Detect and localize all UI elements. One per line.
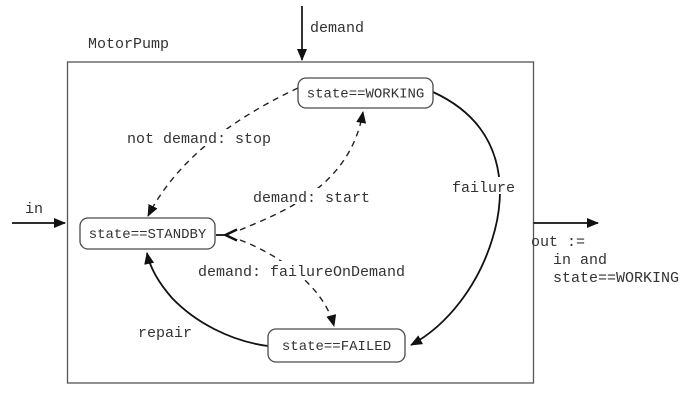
container-title: MotorPump: [88, 36, 169, 53]
label-bg: [250, 188, 380, 204]
transition-repair-path: [144, 252, 269, 347]
state-working-box: [297, 77, 434, 109]
demand-input-label: demand: [310, 20, 364, 37]
transition-label-not-demand-stop: not demand: stop: [124, 129, 286, 148]
transition-label-text: failure: [452, 180, 515, 197]
out-output-label-line2: in and: [553, 252, 607, 269]
transition-failure-path: [410, 91, 501, 346]
state-node-standby: state==STANDBY: [79, 217, 216, 250]
label-bg: [449, 177, 517, 194]
transition-label-failure-on-demand: demand: failureOnDemand: [195, 261, 413, 281]
transition-label-text: repair: [138, 325, 192, 342]
transition-label-repair: repair: [135, 322, 195, 342]
out-output-flow: out := in and state==WORKING: [531, 218, 679, 287]
standby-fork-arrowhead-icon: [224, 228, 238, 242]
state-failed-label: state==FAILED: [282, 339, 391, 355]
label-bg: [195, 261, 413, 278]
label-bg: [135, 322, 195, 339]
label-bg: [124, 129, 286, 146]
in-input-flow: in: [12, 201, 66, 228]
state-standby-label: state==STANDBY: [89, 227, 207, 243]
transition-label-text: demand: start: [253, 190, 370, 207]
transition-label-failure: failure: [449, 177, 517, 197]
in-input-label: in: [25, 201, 43, 218]
state-standby-box: [79, 217, 216, 250]
transition-label-text: demand: failureOnDemand: [198, 264, 405, 281]
state-failed-box: [267, 328, 406, 363]
state-node-failed: state==FAILED: [267, 328, 406, 363]
out-output-label-line3: state==WORKING: [553, 270, 679, 287]
out-output-label-line1: out :=: [531, 234, 585, 251]
transition-not-demand-stop-path: [147, 87, 299, 217]
state-working-label: state==WORKING: [307, 87, 425, 103]
state-node-working: state==WORKING: [297, 77, 434, 109]
transition-label-demand-start: demand: start: [250, 188, 380, 207]
demand-input-flow: demand: [297, 6, 364, 61]
transition-failure-on-demand-path: [239, 239, 337, 327]
transition-label-text: not demand: stop: [127, 131, 271, 148]
